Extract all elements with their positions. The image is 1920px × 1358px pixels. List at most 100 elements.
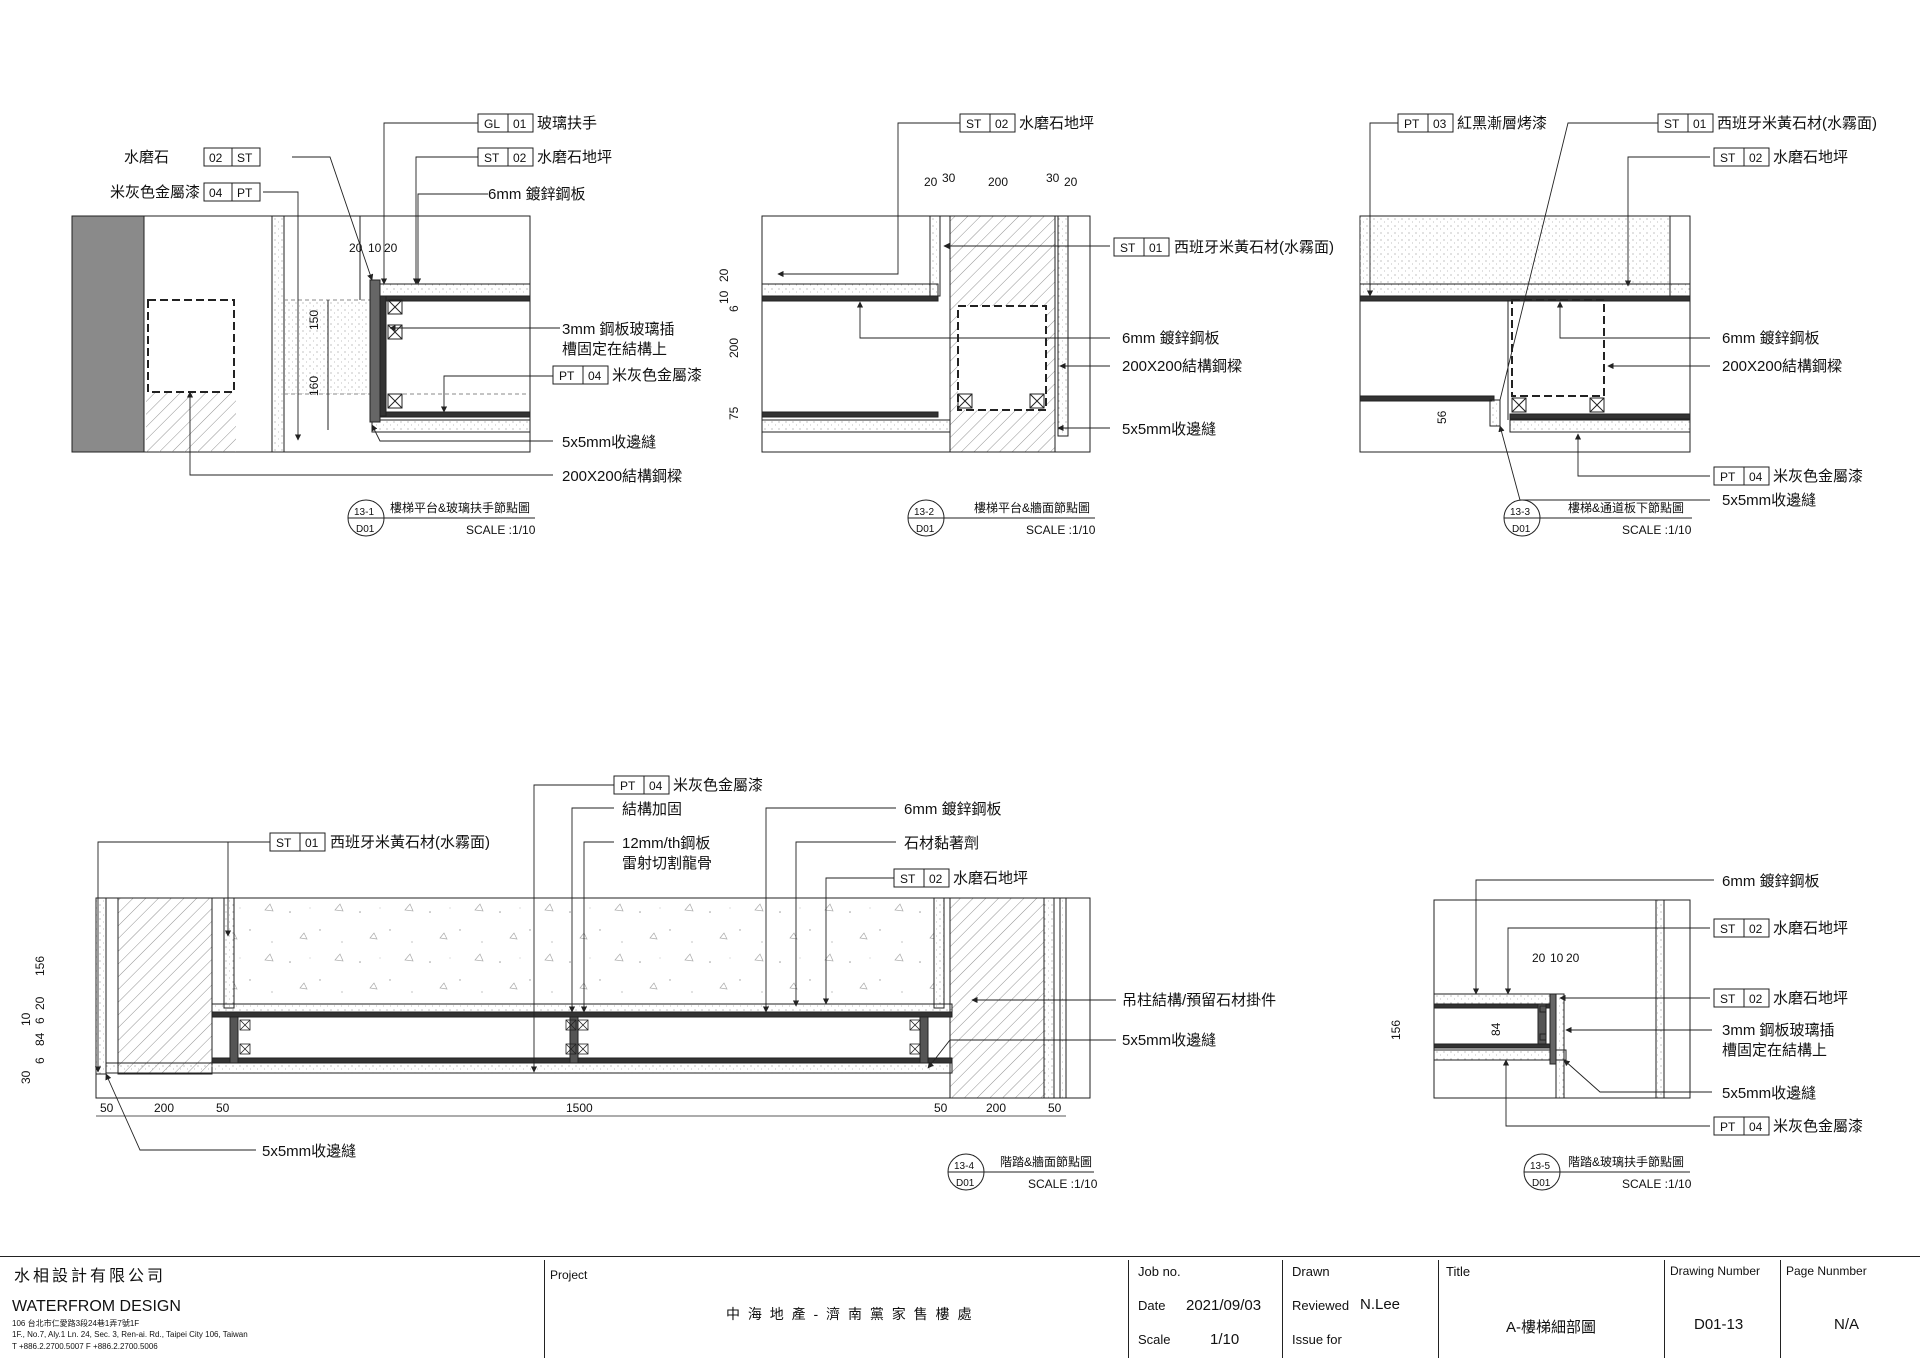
dim-label: 20 [349, 241, 363, 255]
tag-num: 02 [209, 151, 223, 165]
detail-sheet: D01 [956, 1178, 975, 1189]
tag-num: 04 [588, 369, 602, 383]
callout-label: 水磨石 [124, 149, 169, 166]
callout-label: 玻璃扶手 [537, 115, 597, 132]
title-label: Title [1446, 1264, 1471, 1279]
page-number-value: N/A [1834, 1316, 1860, 1333]
scale-label: Scale [1138, 1332, 1171, 1347]
phone-fax: T +886.2.2700.5007 F +886.2.2700.5006 [12, 1342, 158, 1351]
detail-title-13-1: 13-1 D01 樓梯平台&玻璃扶手節點圖 SCALE :1/10 [347, 499, 536, 537]
dim-label: 150 [307, 310, 321, 330]
tag-num: 02 [995, 117, 1009, 131]
tag-code: ST [966, 117, 982, 131]
detail-13-1-dims: 20 10 20 150 160 [307, 241, 398, 396]
dim-label: 6 [33, 1017, 47, 1024]
reviewed-value: N.Lee [1360, 1296, 1401, 1313]
drawing-number-label: Drawing Number [1670, 1264, 1761, 1278]
dim-label: 75 [727, 406, 741, 420]
callout-label: 5x5mm收邊縫 [562, 434, 656, 451]
callout-label: 3mm 鋼板玻璃插 [562, 320, 675, 338]
detail-13-1 [71, 215, 531, 453]
detail-title-13-2: 13-2 D01 樓梯平台&牆面節點圖 SCALE :1/10 [907, 499, 1096, 537]
issue-for-label: Issue for [1292, 1332, 1342, 1347]
detail-13-5 [1433, 899, 1691, 1099]
detail-title: 樓梯平台&牆面節點圖 [974, 500, 1090, 515]
callout-label: 雷射切割龍骨 [622, 855, 712, 872]
detail-number: 13-3 [1510, 507, 1530, 518]
callout-label: 結構加固 [622, 801, 682, 818]
detail-title-13-4: 13-4 D01 階踏&牆面節點圖 SCALE :1/10 [947, 1153, 1098, 1191]
tag-num: 01 [513, 117, 527, 131]
dim-label: 160 [307, 376, 321, 396]
tag-code: ST [1720, 151, 1736, 165]
tag-code: PT [620, 779, 636, 793]
divider [1282, 1260, 1283, 1358]
tag-code: GL [484, 117, 500, 131]
tag-code: PT [1404, 117, 1420, 131]
detail-scale: SCALE :1/10 [466, 523, 536, 537]
tag-num: 04 [649, 779, 663, 793]
detail-13-3-dims: 56 [1435, 410, 1449, 424]
callout-label: 水磨石地坪 [1773, 920, 1848, 937]
detail-title: 階踏&牆面節點圖 [1000, 1154, 1092, 1169]
tag-code: ST [1120, 241, 1136, 255]
detail-13-3-callouts: PT 03 紅黑漸層烤漆 ST 01 西班牙米黃石材(水霧面) ST 02 水磨… [1397, 113, 1877, 509]
detail-title-13-3: 13-3 D01 樓梯&通道板下節點圖 SCALE :1/10 [1503, 499, 1692, 537]
detail-13-4-dims: 156 20 10 6 84 6 30 50 200 50 1500 50 20… [19, 956, 1062, 1115]
address-en: 1F., No.7, Aly.1 Ln. 24, Sec. 3, Ren-ai.… [12, 1330, 248, 1339]
company-name-en: WATERFROM DESIGN [12, 1298, 181, 1315]
title-value: A-樓梯細部圖 [1506, 1319, 1597, 1336]
dim-label: 20 [1532, 951, 1546, 965]
callout-label: 5x5mm收邊縫 [1722, 492, 1816, 509]
callout-label: 5x5mm收邊縫 [1122, 421, 1216, 438]
project-name: 中 海 地 產 - 濟 南 黨 家 售 樓 處 [726, 1306, 974, 1322]
detail-title: 樓梯平台&玻璃扶手節點圖 [390, 500, 530, 515]
callout-label: 米灰色金屬漆 [673, 777, 763, 794]
dim-label: 200 [988, 175, 1008, 189]
tag-code: ST [237, 151, 253, 165]
dim-label: 20 [717, 268, 731, 282]
detail-13-2-leaders [777, 122, 1110, 432]
detail-13-5-dims: 20 10 20 156 84 [1389, 951, 1580, 1040]
dim-label: 20 [1064, 175, 1078, 189]
divider [1664, 1260, 1665, 1358]
detail-13-3 [1359, 215, 1691, 453]
dim-label: 10 [717, 290, 731, 304]
tag-num: 02 [1749, 992, 1763, 1006]
callout-label: 米灰色金屬漆 [110, 184, 200, 201]
tag-code: PT [1720, 470, 1736, 484]
detail-number: 13-5 [1530, 1161, 1550, 1172]
tag-num: 02 [1749, 922, 1763, 936]
divider [1438, 1260, 1439, 1358]
job-no-label: Job no. [1138, 1264, 1181, 1279]
drawn-label: Drawn [1292, 1264, 1330, 1279]
tag-num: 02 [929, 872, 943, 886]
detail-scale: SCALE :1/10 [1622, 523, 1692, 537]
callout-label: 12mm/th鋼板 [622, 834, 710, 852]
callout-label: 5x5mm收邊縫 [262, 1143, 356, 1160]
dim-label: 50 [934, 1101, 948, 1115]
dim-label: 200 [154, 1101, 174, 1115]
detail-scale: SCALE :1/10 [1622, 1177, 1692, 1191]
callout-label: 6mm 鍍鋅鋼板 [1722, 872, 1820, 890]
tag-code: ST [1664, 117, 1680, 131]
callout-label: 200X200結構鋼樑 [1122, 358, 1242, 375]
tag-num: 04 [1749, 1120, 1763, 1134]
dim-label: 6 [33, 1057, 47, 1064]
dim-label: 30 [942, 171, 956, 185]
callout-label: 西班牙米黃石材(水霧面) [1717, 115, 1877, 132]
tag-num: 03 [1433, 117, 1447, 131]
date-value: 2021/09/03 [1186, 1297, 1262, 1314]
tag-code: ST [484, 151, 500, 165]
callout-label: 西班牙米黃石材(水霧面) [1174, 239, 1334, 256]
callout-label: 水磨石地坪 [1019, 115, 1094, 132]
drawing-number-value: D01-13 [1694, 1316, 1744, 1333]
detail-13-2-callouts: ST 02 水磨石地坪 ST 01 西班牙米黃石材(水霧面) 6mm 鍍鋅鋼板 … [959, 113, 1334, 438]
detail-13-4 [95, 897, 1091, 1117]
tag-num: 04 [209, 186, 223, 200]
detail-scale: SCALE :1/10 [1028, 1177, 1098, 1191]
title-block-rule [0, 1256, 1920, 1257]
address-cn: 106 台北市仁愛路3段24巷1弄7號1F [12, 1319, 140, 1328]
detail-title: 樓梯&通道板下節點圖 [1568, 500, 1684, 515]
